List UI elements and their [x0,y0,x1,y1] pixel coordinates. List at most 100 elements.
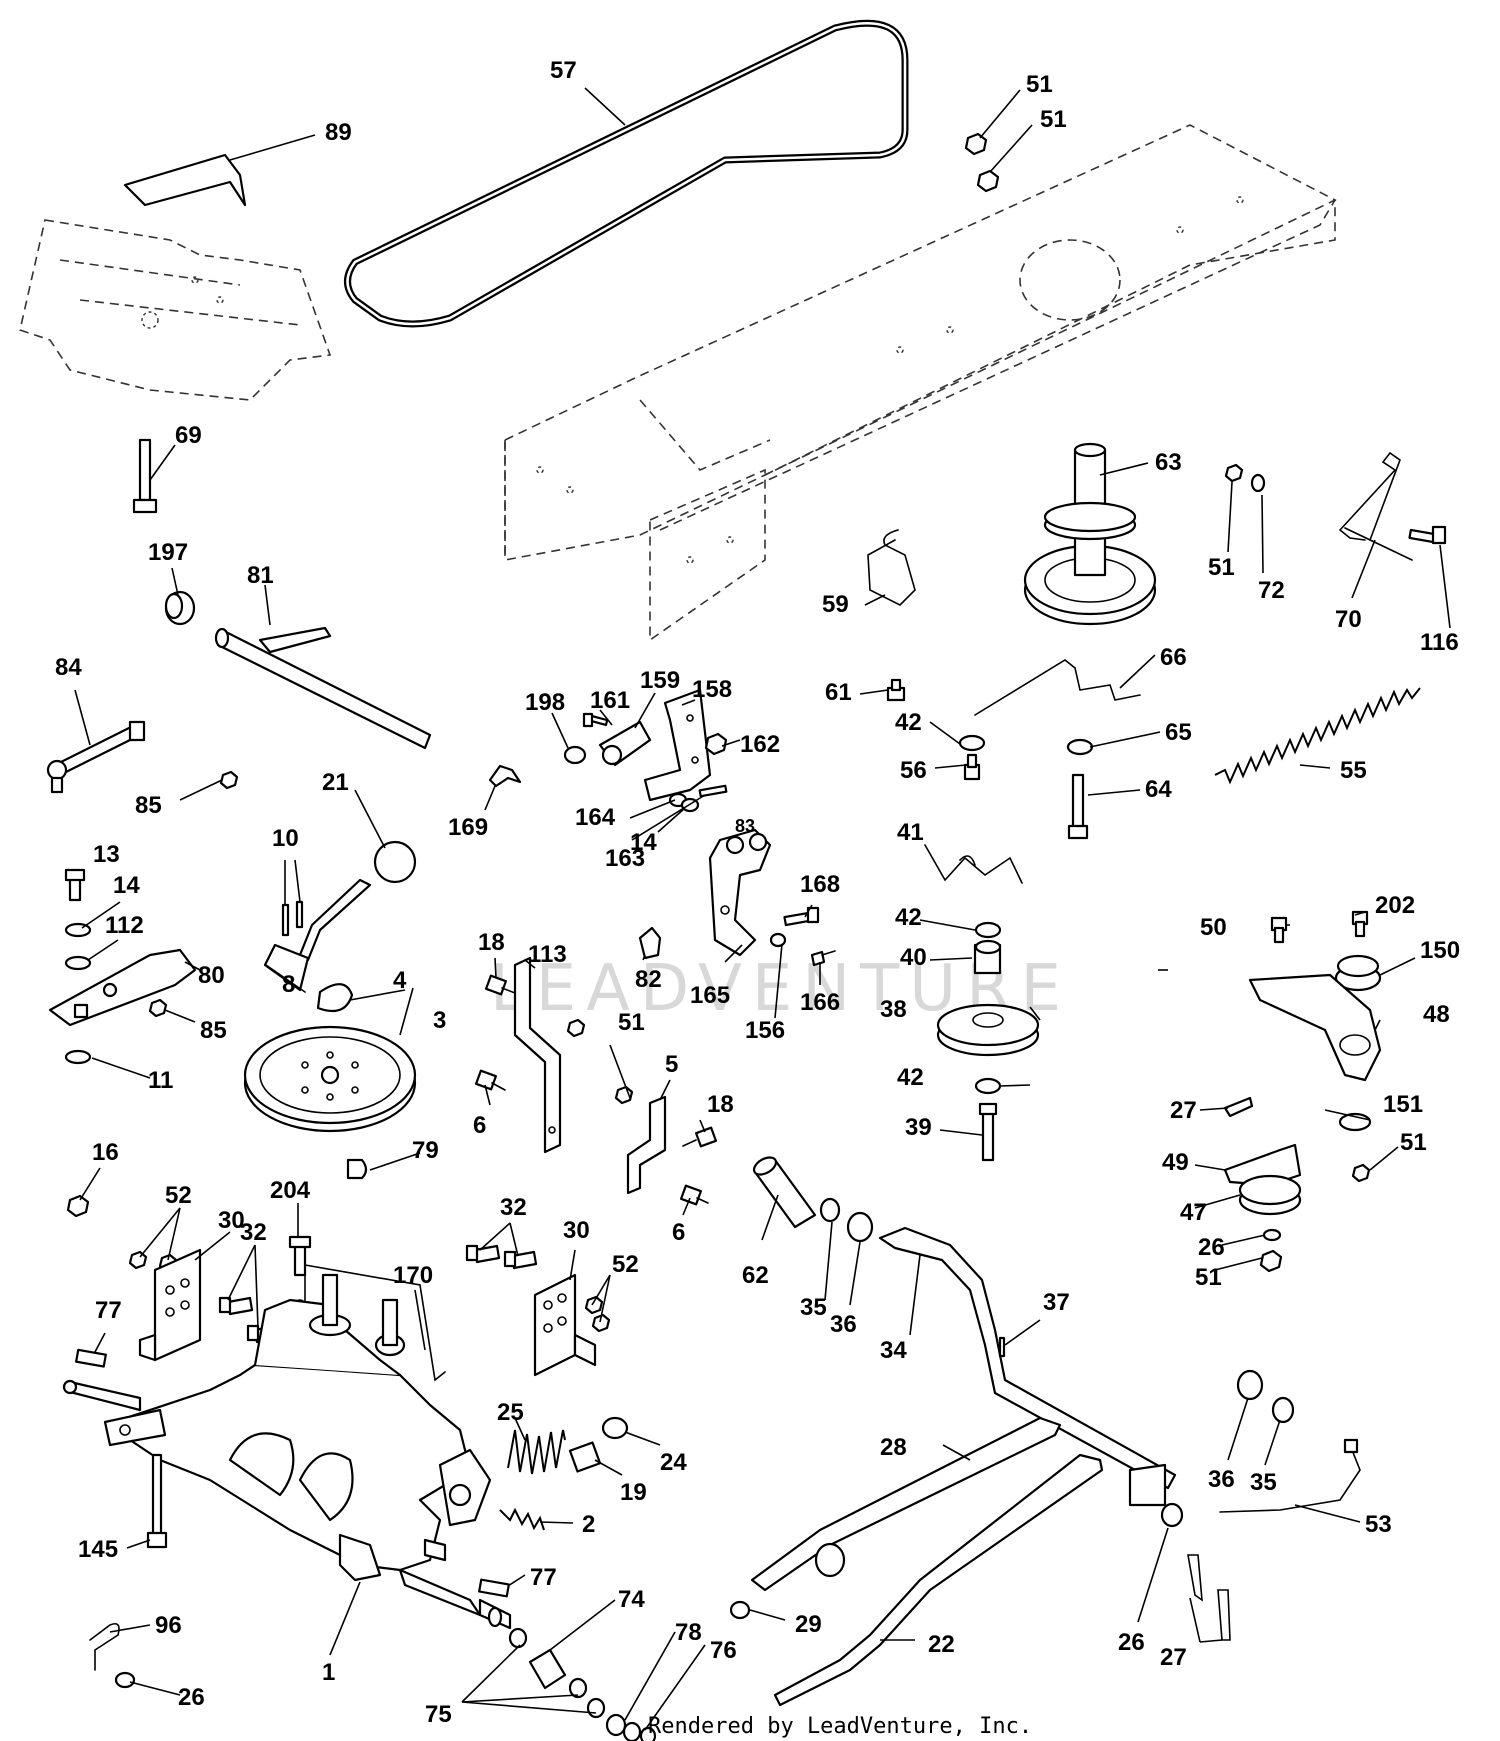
leader-lines [74,87,1451,1731]
callout-66: 66 [1160,644,1187,671]
clip-169 [488,764,522,788]
bushing-197 [164,590,196,626]
callout-41: 41 [897,819,924,846]
callout-161: 161 [590,687,630,714]
pins-10 [281,900,304,937]
callout-39: 39 [905,1114,932,1141]
callout-170: 170 [393,1262,433,1289]
washer-72 [1250,473,1266,493]
callout-145: 145 [78,1536,118,1563]
spring-25 [507,1429,566,1475]
callout-76: 76 [710,1637,737,1664]
nut-85-top [219,770,239,790]
bolt-64 [1067,773,1089,840]
callout-78: 78 [675,1619,702,1646]
callout-22: 22 [928,1631,955,1658]
callout-40: 40 [900,944,927,971]
bushings-19-24 [568,1416,629,1473]
callout-4: 4 [393,967,407,994]
callout-42: 42 [895,904,922,931]
callout-112: 112 [105,912,144,939]
callout-34: 34 [880,1337,907,1364]
rod-28 [750,1416,1062,1592]
callout-169: 169 [448,814,488,841]
callout-51: 51 [1195,1264,1222,1291]
callout-26: 26 [1198,1234,1225,1261]
callout-3: 3 [433,1007,446,1034]
callout-83: 83 [735,816,755,836]
callout-42: 42 [897,1064,924,1091]
callout-18: 18 [707,1091,734,1118]
callout-165: 165 [690,982,730,1009]
spring-41 [924,844,1023,884]
callout-13: 13 [93,841,120,868]
callout-70: 70 [1335,606,1362,633]
callout-30: 30 [563,1217,590,1244]
callout-5: 5 [665,1051,678,1078]
callout-6: 6 [672,1219,685,1246]
cotter-pins-27 [1187,1554,1231,1641]
callout-42: 42 [895,709,922,736]
callout-81: 81 [247,562,274,589]
callout-38: 38 [880,996,907,1023]
shaft-34 [878,1226,1177,1490]
washer-35-a [819,1197,841,1223]
bolts-61-56 [886,678,986,781]
callout-51: 51 [1208,554,1235,581]
left-lever-parts [48,868,197,1065]
callout-27: 27 [1160,1644,1187,1671]
callout-168: 168 [800,871,840,898]
callout-labels: 57 89 51 51 69 63 51 72 70 116 197 81 59… [55,57,1460,1728]
callout-96: 96 [155,1612,182,1639]
rod-22 [773,1453,1104,1707]
callout-80: 80 [198,962,225,989]
callout-8: 8 [282,971,295,998]
callout-63: 63 [1155,449,1182,476]
callout-53: 53 [1365,1511,1392,1538]
callout-32: 32 [500,1194,527,1221]
callout-14: 14 [630,829,657,856]
bracket-30-right-group [465,1244,611,1377]
callout-11: 11 [148,1067,173,1094]
rod-22-grip [814,1542,846,1578]
clip-4 [316,983,354,1013]
callout-151: 151 [1383,1091,1423,1118]
heat-shield-bracket [123,153,247,207]
callout-197: 197 [148,539,188,566]
idler-pulley-stack [936,921,1040,1162]
shaft-34-bracket [1128,1463,1167,1507]
callout-24: 24 [660,1449,687,1476]
bracket-113-hole [548,1126,556,1134]
key-79 [346,1158,368,1180]
callout-36: 36 [830,1311,857,1338]
nuts-top-right [964,132,1000,193]
callout-164: 164 [575,804,616,831]
bracket-30-left-group [128,1248,279,1362]
callout-51: 51 [1026,71,1053,98]
callout-16: 16 [92,1139,119,1166]
ghost-fender [19,219,332,401]
rendered-by-credit: Rendered by LeadVenture, Inc. [648,1714,1032,1739]
callout-26: 26 [1118,1629,1145,1656]
washer-36-a [846,1211,874,1243]
callout-61: 61 [825,679,852,706]
callout-56: 56 [900,757,927,784]
callout-25: 25 [497,1399,524,1426]
callout-77: 77 [95,1297,122,1324]
callout-51: 51 [1040,106,1067,133]
hairpin-96-washer [89,1622,136,1689]
callout-28: 28 [880,1434,907,1461]
callout-85: 85 [135,792,162,819]
ghost-frame [504,124,1337,642]
callout-113: 113 [528,941,567,968]
right-idler-group [1223,910,1382,1273]
callout-159: 159 [640,667,680,694]
callout-62: 62 [742,1262,769,1289]
pin-37 [998,1336,1006,1358]
callout-37: 37 [1043,1289,1070,1316]
callout-166: 166 [800,989,840,1016]
nut-51-right-top [1224,463,1244,483]
callout-64: 64 [1145,776,1172,803]
washer-36-b [1236,1369,1264,1401]
